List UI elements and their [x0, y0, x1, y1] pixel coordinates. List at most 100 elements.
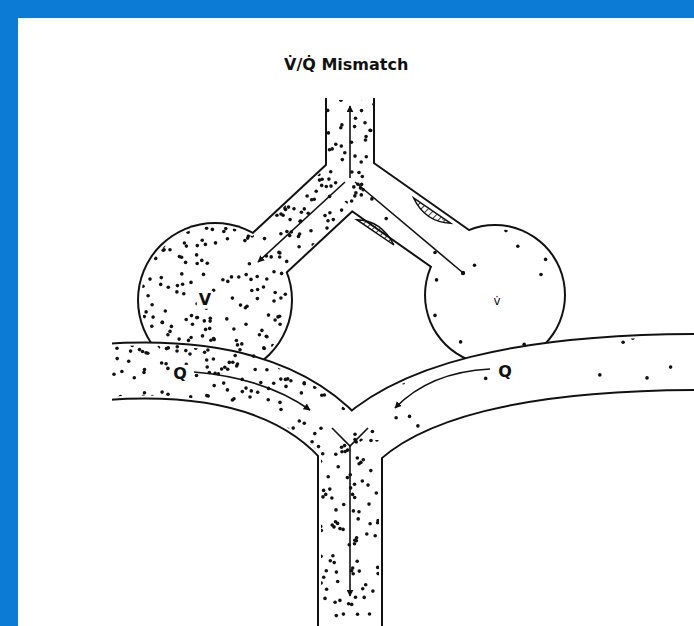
particle-dot	[226, 388, 230, 392]
particle-dot	[222, 381, 226, 385]
particle-dot	[372, 102, 376, 106]
particle-dot	[311, 132, 315, 136]
particle-dot	[289, 379, 293, 383]
particle-dot	[361, 440, 365, 444]
particle-dot	[353, 432, 357, 436]
particle-dot	[180, 398, 184, 402]
particle-dot	[315, 283, 319, 287]
particle-dot	[264, 102, 268, 106]
particle-dot	[233, 354, 237, 358]
particle-dot	[314, 376, 318, 380]
particle-dot	[355, 261, 359, 265]
particle-dot	[385, 318, 389, 322]
particle-dot	[320, 529, 324, 533]
particle-dot	[351, 268, 355, 272]
particle-dot	[189, 94, 193, 98]
particle-dot	[373, 205, 377, 209]
particle-dot	[259, 381, 263, 385]
particle-dot	[251, 167, 255, 171]
particle-dot	[501, 473, 505, 477]
particle-dot	[415, 294, 419, 298]
particle-dot	[203, 319, 207, 323]
particle-dot	[376, 566, 380, 570]
particle-dot	[265, 335, 269, 339]
particle-dot	[284, 208, 288, 212]
particle-dot	[226, 280, 230, 284]
particle-dot	[118, 423, 122, 427]
particle-dot	[278, 182, 282, 186]
particle-dot	[359, 316, 363, 320]
particle-dot	[197, 175, 201, 179]
particle-dot	[280, 146, 284, 150]
particle-dot	[194, 346, 198, 350]
particle-dot	[315, 99, 319, 103]
particle-dot	[239, 100, 243, 104]
particle-dot	[326, 219, 330, 223]
particle-dot	[206, 262, 210, 266]
particle-dot	[195, 458, 199, 462]
particle-dot	[155, 163, 159, 167]
particle-dot	[97, 355, 101, 359]
particle-dot	[192, 443, 196, 447]
particle-dot	[161, 452, 165, 456]
particle-dot	[234, 435, 238, 439]
particle-dot	[218, 459, 222, 463]
particle-dot	[220, 367, 224, 371]
particle-dot	[332, 466, 336, 470]
particle-dot	[160, 104, 164, 108]
particle-dot	[166, 392, 170, 396]
particle-dot	[540, 183, 544, 187]
particle-dot	[319, 525, 323, 529]
particle-dot	[155, 451, 159, 455]
particle-dot	[621, 341, 625, 345]
particle-dot	[263, 347, 267, 351]
particle-dot	[278, 314, 282, 318]
particle-dot	[298, 280, 302, 284]
particle-dot	[330, 147, 334, 151]
particle-dot	[364, 385, 368, 389]
particle-dot	[365, 381, 369, 385]
particle-dot	[156, 145, 160, 149]
capillary-outline	[105, 362, 694, 626]
particle-dot	[246, 201, 250, 205]
particle-dot	[340, 208, 344, 212]
particle-dot	[284, 378, 288, 382]
particle-dot	[359, 160, 363, 164]
particle-dot	[386, 336, 390, 340]
particle-dot	[160, 361, 164, 365]
particle-dot	[539, 273, 543, 277]
particle-dot	[283, 117, 287, 121]
particle-dot	[248, 262, 252, 266]
particle-dot	[212, 357, 216, 361]
particle-dot	[262, 285, 266, 289]
particle-dot	[300, 211, 304, 215]
particle-dot	[356, 306, 360, 310]
blood-dots	[94, 328, 371, 481]
particle-dot	[144, 310, 148, 314]
particle-dot	[265, 369, 269, 373]
particle-dot	[303, 467, 307, 471]
particle-dot	[235, 339, 239, 343]
particle-dot	[313, 432, 317, 436]
particle-dot	[371, 367, 375, 371]
particle-dot	[572, 325, 576, 329]
particle-dot	[307, 158, 311, 162]
particle-dot	[364, 329, 368, 333]
particle-dot	[140, 265, 144, 269]
particle-dot	[669, 365, 673, 369]
particle-dot	[315, 122, 319, 126]
particle-dot	[374, 275, 378, 279]
particle-dot	[227, 328, 231, 332]
particle-dot	[157, 346, 161, 350]
particle-dot	[200, 238, 204, 242]
particle-dot	[137, 397, 141, 401]
particle-dot	[387, 472, 391, 476]
particle-dot	[168, 248, 172, 252]
particle-dot	[313, 263, 317, 267]
particle-dot	[354, 432, 358, 436]
particle-dot	[279, 232, 283, 236]
particle-dot	[209, 443, 213, 447]
particle-dot	[234, 190, 238, 194]
particle-dot	[226, 416, 230, 420]
particle-dot	[228, 216, 232, 220]
